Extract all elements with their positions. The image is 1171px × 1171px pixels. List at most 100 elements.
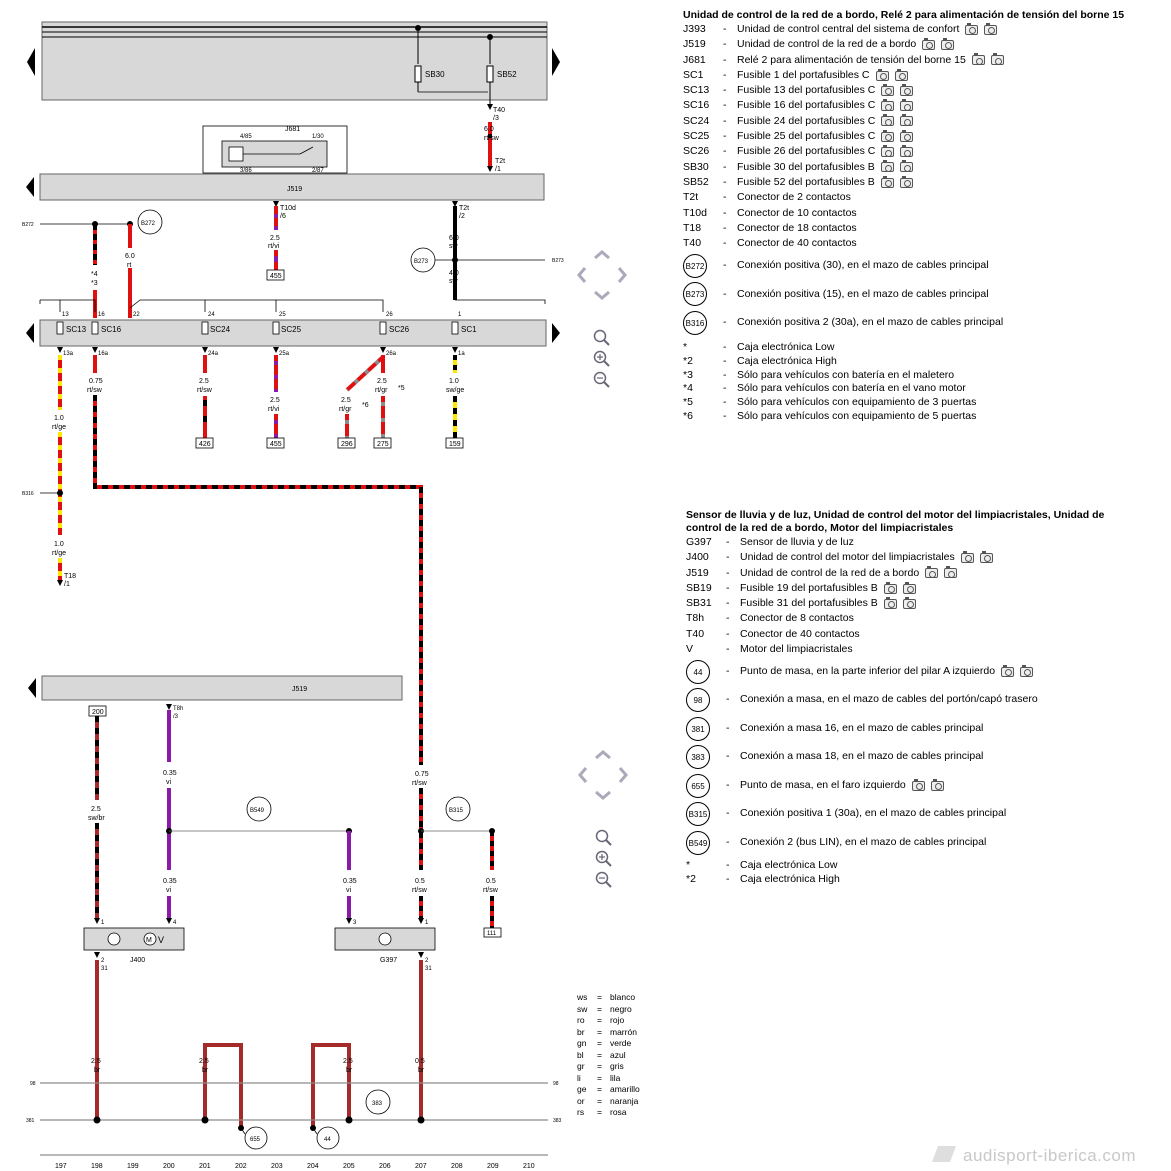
camera-icon[interactable] bbox=[900, 99, 914, 112]
legend-dash: - bbox=[726, 778, 730, 791]
svg-text:2: 2 bbox=[101, 958, 105, 964]
camera-icon[interactable] bbox=[911, 778, 925, 791]
pan-arrows-icon[interactable] bbox=[575, 248, 629, 302]
svg-text:199: 199 bbox=[127, 1163, 139, 1170]
svg-text:275: 275 bbox=[377, 441, 389, 448]
camera-icon[interactable] bbox=[881, 83, 895, 96]
svg-text:98: 98 bbox=[553, 1081, 559, 1087]
zoom-controls-1[interactable] bbox=[592, 328, 612, 390]
svg-text:br: br bbox=[94, 1067, 101, 1074]
track-numbers: 197 198 199 200 201 202 203 204 205 206 … bbox=[40, 1154, 548, 1170]
legend-dash: - bbox=[726, 551, 730, 564]
ground-point-badge: B315 bbox=[686, 802, 710, 827]
legend-text: Conector de 40 contactos bbox=[737, 237, 857, 250]
camera-icon[interactable] bbox=[894, 68, 908, 81]
zoom-fit-icon[interactable] bbox=[595, 829, 612, 846]
nav-pan-1[interactable] bbox=[575, 248, 629, 302]
color-key-row: bl=azul bbox=[577, 1050, 640, 1062]
camera-icon[interactable] bbox=[984, 22, 998, 35]
legend-dash: - bbox=[726, 536, 730, 548]
svg-text:455: 455 bbox=[270, 273, 282, 280]
zoom-fit-icon[interactable] bbox=[593, 329, 610, 346]
camera-icon[interactable] bbox=[881, 129, 895, 142]
fuse-sb52-label: SB52 bbox=[497, 70, 517, 79]
camera-icon[interactable] bbox=[1001, 664, 1015, 677]
color-eq: = bbox=[597, 1049, 602, 1060]
color-name: verde bbox=[610, 1038, 632, 1048]
legend-dash: - bbox=[723, 354, 727, 367]
note-code: *5 bbox=[683, 396, 693, 409]
camera-icon[interactable] bbox=[902, 581, 916, 594]
camera-icon[interactable] bbox=[900, 83, 914, 96]
legend-text: Fusible 31 del portafusibles B bbox=[740, 597, 878, 610]
note-code: * bbox=[686, 858, 691, 871]
camera-icon[interactable] bbox=[883, 581, 897, 594]
camera-icon[interactable] bbox=[925, 566, 939, 579]
camera-icon[interactable] bbox=[902, 596, 916, 609]
svg-text:31: 31 bbox=[425, 966, 432, 972]
zoom-out-icon[interactable] bbox=[593, 371, 610, 388]
svg-text:426: 426 bbox=[199, 441, 211, 448]
legend-item: SC13-Fusible 13 del portafusibles C bbox=[683, 83, 1153, 98]
camera-icon[interactable] bbox=[883, 596, 897, 609]
zoom-in-icon[interactable] bbox=[593, 350, 610, 367]
camera-icon[interactable] bbox=[944, 566, 958, 579]
legend-item: V-Motor del limpiacristales bbox=[686, 642, 1136, 657]
camera-icon[interactable] bbox=[899, 175, 913, 188]
legend-text: Conector de 18 contactos bbox=[737, 221, 857, 234]
color-abbr: ge bbox=[577, 1084, 587, 1094]
legend-text: Conexión a masa 18, en el mazo de cables… bbox=[740, 750, 984, 763]
legend-code: SB31 bbox=[686, 597, 712, 610]
svg-text:111: 111 bbox=[487, 931, 497, 937]
svg-text:25a: 25a bbox=[279, 351, 290, 357]
camera-icon[interactable] bbox=[900, 114, 914, 127]
camera-icon[interactable] bbox=[875, 68, 889, 81]
legend-code: SB52 bbox=[683, 175, 709, 188]
legend-text: Conexión positiva (30), en el mazo de ca… bbox=[737, 259, 989, 272]
svg-text:sw/br: sw/br bbox=[88, 815, 105, 822]
svg-text:rt/sw: rt/sw bbox=[87, 387, 103, 394]
legend-note: *5-Sólo para vehículos con equipamiento … bbox=[683, 396, 1153, 410]
camera-icon[interactable] bbox=[979, 550, 993, 563]
legend-dash: - bbox=[726, 664, 730, 677]
camera-icon[interactable] bbox=[930, 778, 944, 791]
color-name: lila bbox=[610, 1072, 621, 1083]
color-key-row: gr=gris bbox=[577, 1061, 640, 1073]
svg-text:sw: sw bbox=[449, 278, 459, 285]
camera-icon[interactable] bbox=[922, 37, 936, 50]
svg-text:*3: *3 bbox=[91, 280, 98, 287]
color-name: naranja bbox=[610, 1095, 639, 1106]
color-eq: = bbox=[597, 1003, 602, 1014]
camera-icon[interactable] bbox=[900, 145, 914, 158]
ground-wires: 2.5 br 0.5 br 2.5 br 2.5 br 98 98 381 38… bbox=[26, 960, 562, 1150]
svg-text:rt/sw: rt/sw bbox=[484, 135, 500, 142]
camera-icon[interactable] bbox=[899, 160, 913, 173]
camera-icon[interactable] bbox=[971, 53, 985, 66]
camera-icon[interactable] bbox=[965, 22, 979, 35]
color-key-row: ro=rojo bbox=[577, 1015, 640, 1027]
camera-icon[interactable] bbox=[880, 160, 894, 173]
legend-1: Unidad de control de la red de a bordo, … bbox=[683, 9, 1153, 424]
zoom-out-icon[interactable] bbox=[595, 871, 612, 888]
camera-icon[interactable] bbox=[900, 129, 914, 142]
camera-icon[interactable] bbox=[941, 37, 955, 50]
svg-text:0.5: 0.5 bbox=[415, 878, 425, 885]
legend-text: Conexión positiva 1 (30a), en el mazo de… bbox=[740, 807, 1007, 820]
camera-icon[interactable] bbox=[881, 99, 895, 112]
camera-icon[interactable] bbox=[881, 114, 895, 127]
camera-icon[interactable] bbox=[960, 550, 974, 563]
camera-icon[interactable] bbox=[880, 175, 894, 188]
camera-icon[interactable] bbox=[881, 145, 895, 158]
note-text: Caja electrónica Low bbox=[740, 858, 838, 871]
svg-text:br: br bbox=[202, 1067, 209, 1074]
color-eq: = bbox=[597, 1061, 602, 1071]
note-text: Caja electrónica High bbox=[737, 354, 837, 367]
zoom-controls-2[interactable] bbox=[594, 828, 614, 890]
camera-icon[interactable] bbox=[990, 53, 1004, 66]
camera-icon[interactable] bbox=[1020, 664, 1034, 677]
svg-text:31: 31 bbox=[101, 966, 108, 972]
nav-pan-2[interactable] bbox=[576, 748, 630, 802]
pan-arrows-icon[interactable] bbox=[576, 748, 630, 802]
zoom-in-icon[interactable] bbox=[595, 850, 612, 867]
